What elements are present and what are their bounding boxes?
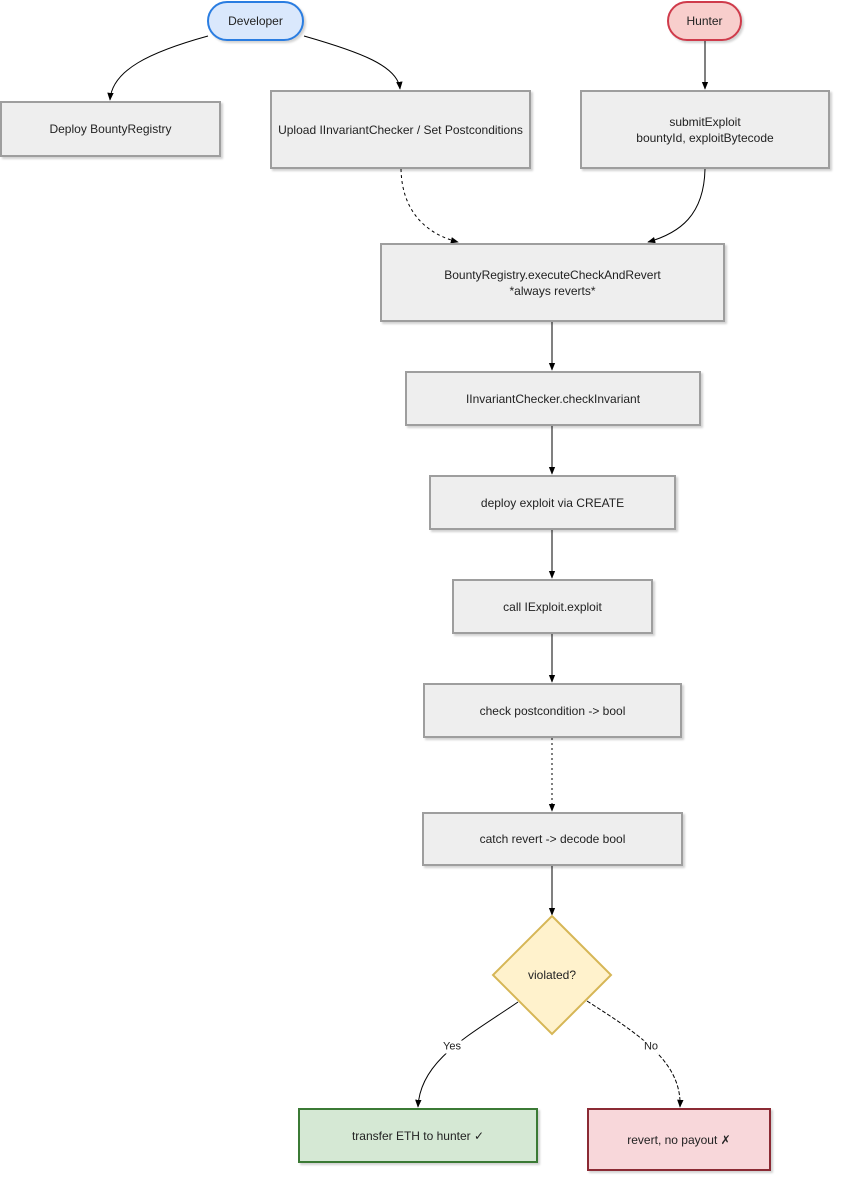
step-deploy-registry-label: Deploy BountyRegistry	[49, 122, 172, 136]
no-label: No	[641, 1040, 661, 1054]
step-upload-checker-label: Upload IInvariantChecker / Set Postcondi…	[278, 122, 523, 137]
step-deploy-exploit-label: deploy exploit via CREATE	[480, 495, 625, 510]
outcome-success: transfer ETH to hunter ✓	[298, 1108, 538, 1163]
yes-label: Yes	[441, 1040, 463, 1054]
edge-developer-to-upload	[303, 35, 403, 90]
decision-label: violated?	[527, 968, 577, 982]
step-check-invariant: IInvariantChecker.checkInvariant	[405, 371, 701, 426]
step-call-exploit-label: call IExploit.exploit	[503, 599, 602, 614]
step-deploy-registry: Deploy BountyRegistry	[0, 101, 221, 157]
outcome-success-label: transfer ETH to hunter ✓	[351, 1128, 485, 1143]
step-execute-check-label: BountyRegistry.executeCheckAndRevert *al…	[444, 267, 661, 298]
actor-developer: Developer	[207, 1, 304, 41]
step-check-postcondition-label: check postcondition -> bool	[479, 703, 626, 718]
step-upload-checker: Upload IInvariantChecker / Set Postcondi…	[270, 90, 531, 169]
step-execute-check: BountyRegistry.executeCheckAndRevert *al…	[380, 243, 725, 322]
edge-no-branch	[586, 1000, 684, 1108]
step-catch-revert-label: catch revert -> decode bool	[479, 832, 626, 846]
step-submit-exploit-label: submitExploit bountyId, exploitBytecode	[636, 114, 774, 145]
step-deploy-exploit: deploy exploit via CREATE	[429, 475, 676, 530]
edge-developer-to-deploy	[107, 35, 209, 101]
outcome-failure: revert, no payout ✗	[587, 1108, 771, 1171]
decision-diamond	[491, 914, 613, 1036]
step-catch-revert: catch revert -> decode bool	[422, 812, 683, 866]
actor-hunter: Hunter	[667, 1, 742, 41]
edge-upload-to-execute	[400, 168, 459, 244]
outcome-failure-label: revert, no payout ✗	[627, 1132, 731, 1147]
actor-hunter-label: Hunter	[686, 14, 723, 28]
step-check-postcondition: check postcondition -> bool	[423, 683, 682, 738]
actor-developer-label: Developer	[228, 14, 283, 28]
step-check-invariant-label: IInvariantChecker.checkInvariant	[465, 391, 641, 406]
edge-submit-to-execute	[647, 168, 706, 244]
step-submit-exploit: submitExploit bountyId, exploitBytecode	[580, 90, 830, 169]
edge-yes-branch	[415, 1001, 519, 1108]
step-call-exploit: call IExploit.exploit	[452, 579, 653, 634]
